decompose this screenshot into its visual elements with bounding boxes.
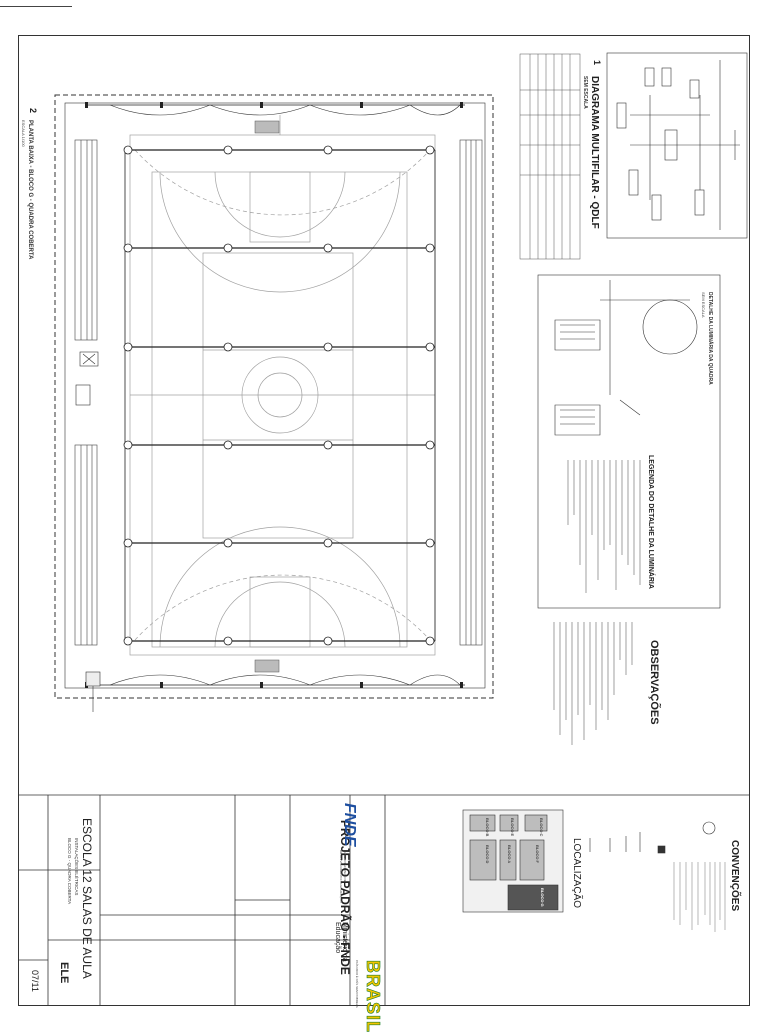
discipline-code: ELE (58, 962, 70, 984)
location-block-a: BLOCO A (507, 845, 512, 864)
title-subtitle-1: INSTALAÇÕES ELÉTRICAS (74, 838, 79, 896)
luminaire-legend-title: LEGENDA DO DETALHE DA LUMINÁRIA (647, 455, 654, 589)
luminaire-detail (537, 274, 721, 609)
luminaires (123, 145, 435, 646)
location-block-d: BLOCO D (485, 845, 490, 864)
goal-posts (254, 120, 280, 673)
drawing-sheet-border (18, 35, 750, 1006)
plan-title: PLANTA BAIXA - BLOCO G - QUADRA COBERTA (27, 120, 33, 260)
plan-scale: ESCALA 1/100 (21, 120, 26, 147)
fnde-logo: FNDE (340, 803, 358, 847)
fnde-logo-text: FNDE (341, 803, 358, 847)
diagram-number: 1 (592, 60, 602, 66)
fnde-full-name: FUNDO NACIONAL DE DESENVOLVIMENTO DA EDU… (339, 850, 347, 903)
observations-text-lines (553, 622, 633, 745)
observations-title: OBSERVAÇÕES (648, 640, 660, 725)
title-subtitle-2: BLOCO G - QUADRA COBERTA (67, 838, 72, 905)
circuit-load-table (519, 53, 581, 260)
conventions-title: CONVENÇÕES (729, 840, 740, 912)
lighting-circuits (85, 104, 465, 686)
ministry-name: Ministério da Educação (334, 922, 348, 962)
conventions-symbols (589, 821, 716, 854)
multifilar-diagram (606, 52, 748, 239)
conventions-text-lines (673, 862, 726, 932)
court-building-outline (54, 94, 494, 699)
location-block-e: BLOCO E (510, 818, 515, 837)
location-block-b: BLOCO B (485, 818, 490, 837)
location-title: LOCALIZAÇÃO (571, 838, 582, 909)
sheet-number: 07/11 (30, 970, 40, 992)
luminaire-detail-scale: SEM ESCALA (701, 292, 706, 318)
luminaire-detail-title: DETALHE DA LUMINÁRIA DA QUADRA (707, 292, 713, 385)
perimeter-lights (109, 104, 461, 686)
electrical-panel-area (75, 351, 101, 712)
plan-number: 2 (28, 108, 38, 114)
luminaire-legend-text-lines (567, 460, 641, 593)
bleachers (74, 139, 483, 646)
diagram-scale: SEM ESCALA (582, 76, 588, 109)
brasil-logo: BRASIL (362, 960, 384, 1033)
page-top-rule (0, 6, 72, 7)
court-markings (129, 115, 436, 656)
location-map (462, 809, 564, 913)
title-block-frame (18, 794, 750, 1006)
diagram-title: DIAGRAMA MULTIFILAR - QDLF (589, 76, 600, 229)
brasil-tagline: PAÍS RICO É PAÍS SEM POBREZA (355, 960, 359, 1008)
location-block-g: BLOCO G (540, 888, 545, 907)
brasil-logo-text: BRASIL (363, 960, 384, 1033)
location-block-f: BLOCO F (535, 845, 540, 863)
location-block-c: BLOCO C (539, 818, 544, 837)
school-name: ESCOLA 12 SALAS DE AULA (80, 818, 94, 979)
